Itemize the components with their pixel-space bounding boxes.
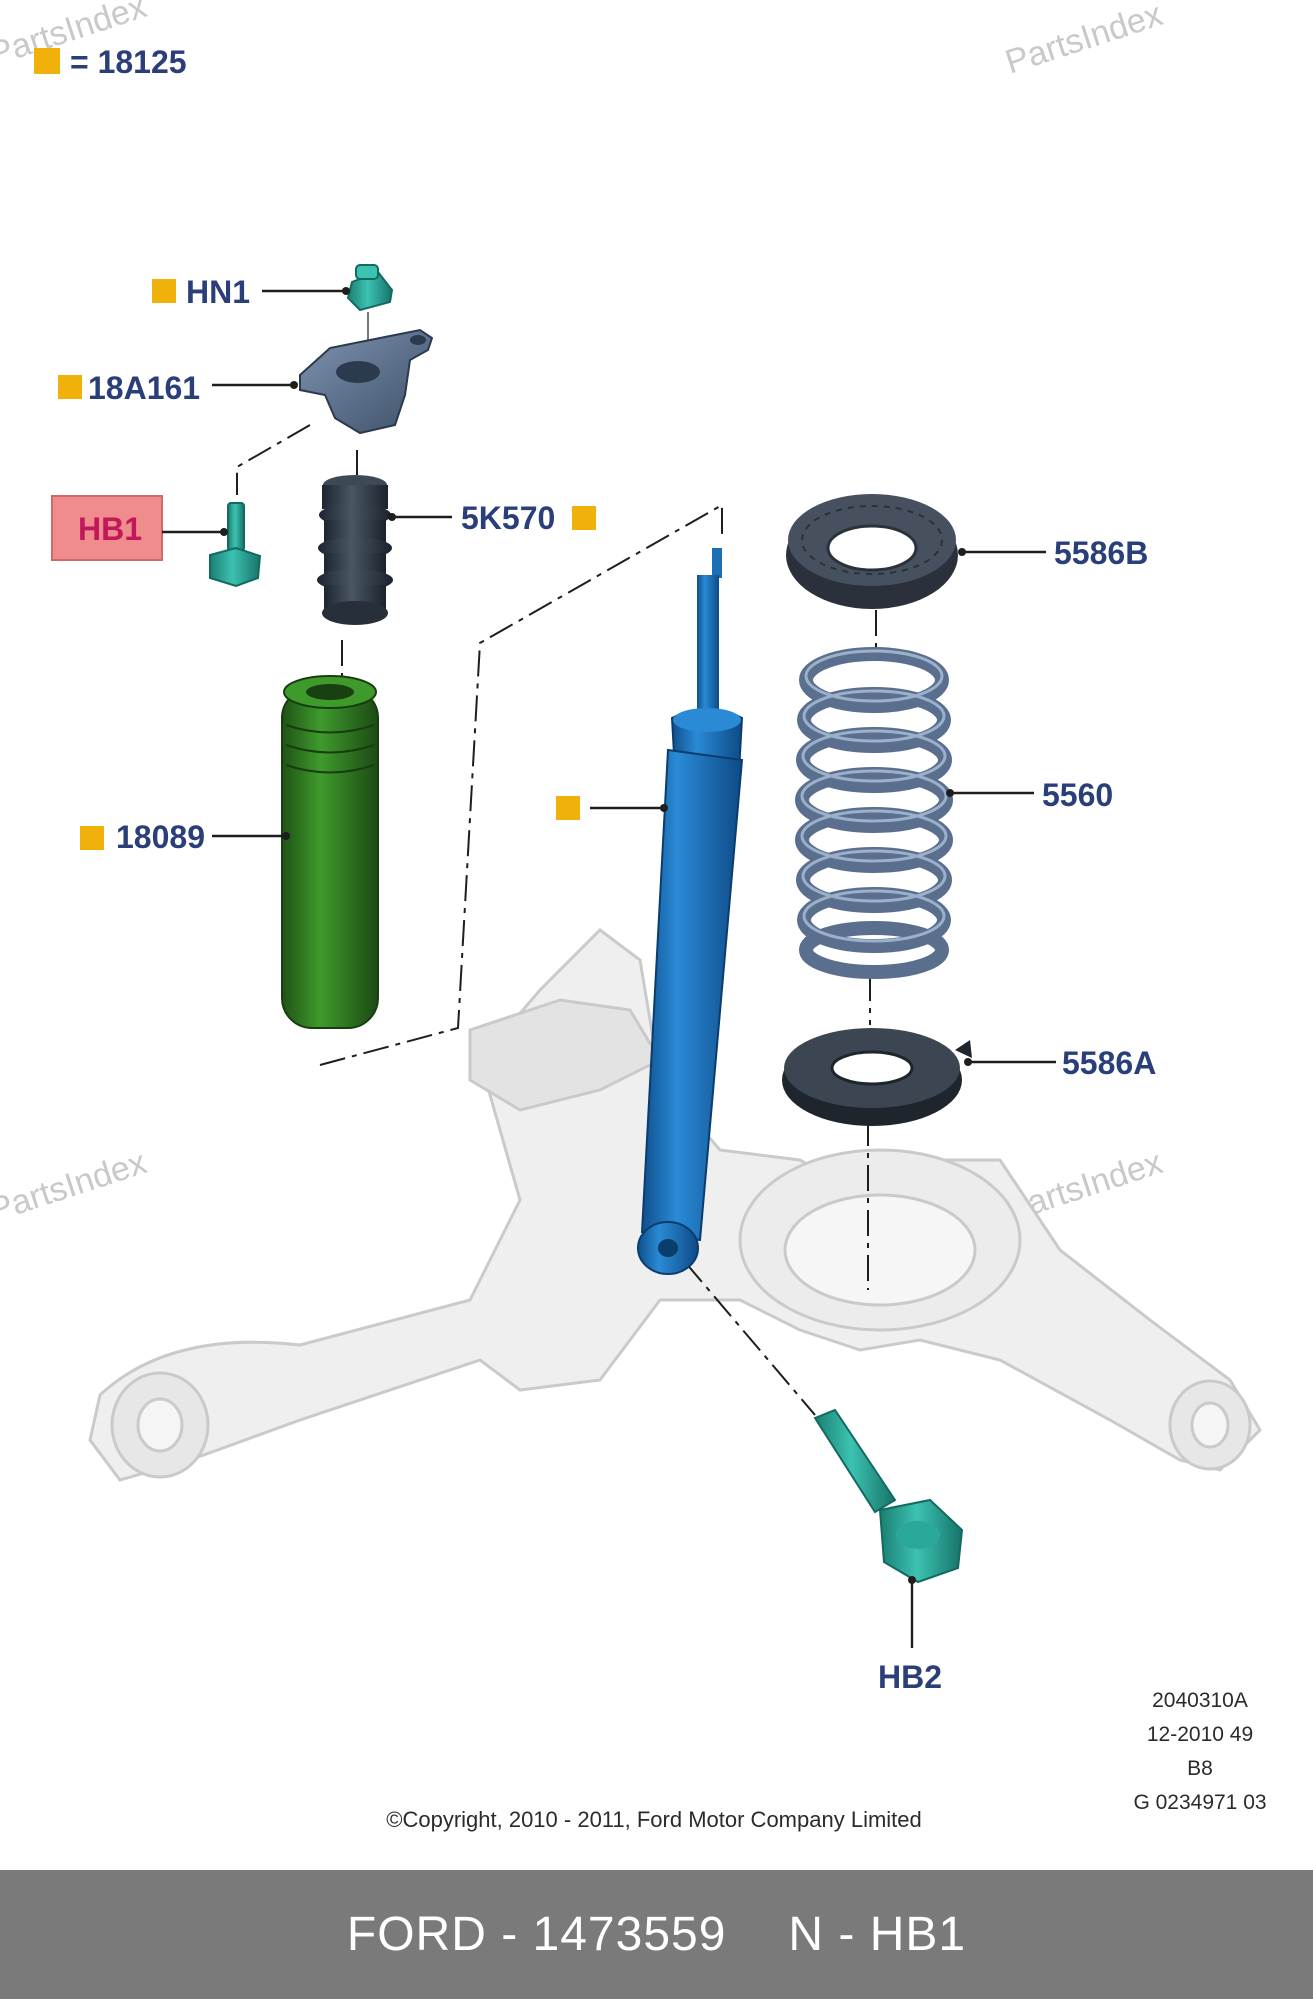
drawing-number: G 0234971 03 — [1133, 1791, 1266, 1814]
drawing-code: 2040310A — [1152, 1689, 1248, 1712]
callout-18089[interactable]: 18089 — [80, 819, 290, 855]
assembly-lines — [236, 424, 877, 1416]
callout-hn1[interactable]: HN1 — [152, 274, 350, 310]
callout-18089-label[interactable]: 18089 — [116, 819, 205, 855]
callout-5586b[interactable]: 5586B — [958, 535, 1148, 571]
marker-icon — [58, 375, 82, 399]
bump-stop-5k570 — [317, 475, 393, 625]
drawing-variant: B8 — [1187, 1757, 1213, 1780]
footer-reference: N - HB1 — [788, 1908, 967, 1961]
lower-insulator-5586a — [782, 1028, 972, 1126]
callout-5k570-label[interactable]: 5K570 — [461, 500, 555, 536]
marker-icon — [80, 826, 104, 850]
callout-shock-absorber[interactable] — [556, 796, 668, 820]
bolt-hb2 — [813, 1408, 964, 1584]
legend-text: = 18125 — [70, 44, 187, 80]
callout-5k570[interactable]: 5K570 — [388, 500, 596, 536]
footer-brand-part: FORD - 1473559 — [346, 1908, 727, 1961]
callout-hb1[interactable]: HB1 — [51, 495, 228, 561]
parts-diagram: PartsIndex PartsIndex PartsIndex PartsIn… — [0, 0, 1267, 1832]
legend-marker-icon — [34, 48, 60, 74]
upper-mount-18a161 — [299, 328, 434, 435]
callout-5586a-label[interactable]: 5586A — [1062, 1045, 1156, 1081]
drawing-date: 12-2010 49 — [1147, 1723, 1253, 1746]
callout-18a161-label[interactable]: 18A161 — [88, 370, 200, 406]
drawing-info: 2040310A 12-2010 49 B8 G 0234971 03 — [1133, 1689, 1266, 1814]
callout-5586a[interactable]: 5586A — [964, 1045, 1156, 1081]
callout-hb2-label[interactable]: HB2 — [878, 1659, 942, 1695]
callout-5560-label[interactable]: 5560 — [1042, 777, 1113, 813]
callout-hb1-label[interactable]: HB1 — [78, 511, 142, 547]
callout-hn1-label[interactable]: HN1 — [186, 274, 250, 310]
legend: = 18125 — [34, 44, 187, 80]
marker-icon — [152, 279, 176, 303]
callout-5560[interactable]: 5560 — [946, 777, 1113, 813]
upper-insulator-5586b — [786, 494, 958, 609]
highlight-box — [51, 495, 163, 561]
watermark-mid-left: PartsIndex — [0, 1143, 151, 1229]
marker-icon — [572, 506, 596, 530]
marker-icon — [556, 796, 580, 820]
callout-5586b-label[interactable]: 5586B — [1054, 535, 1148, 571]
dust-boot-18089 — [281, 675, 379, 1029]
shock-absorber — [637, 548, 744, 1275]
watermark-top-right: PartsIndex — [1001, 0, 1167, 82]
part-info-footer: FORD - 1473559 N - HB1 — [0, 1870, 1313, 1999]
callout-18a161[interactable]: 18A161 — [58, 370, 298, 406]
callout-hb2[interactable]: HB2 — [878, 1576, 942, 1695]
bolt-hb1 — [209, 502, 262, 588]
copyright-text: ©Copyright, 2010 - 2011, Ford Motor Comp… — [386, 1807, 922, 1832]
